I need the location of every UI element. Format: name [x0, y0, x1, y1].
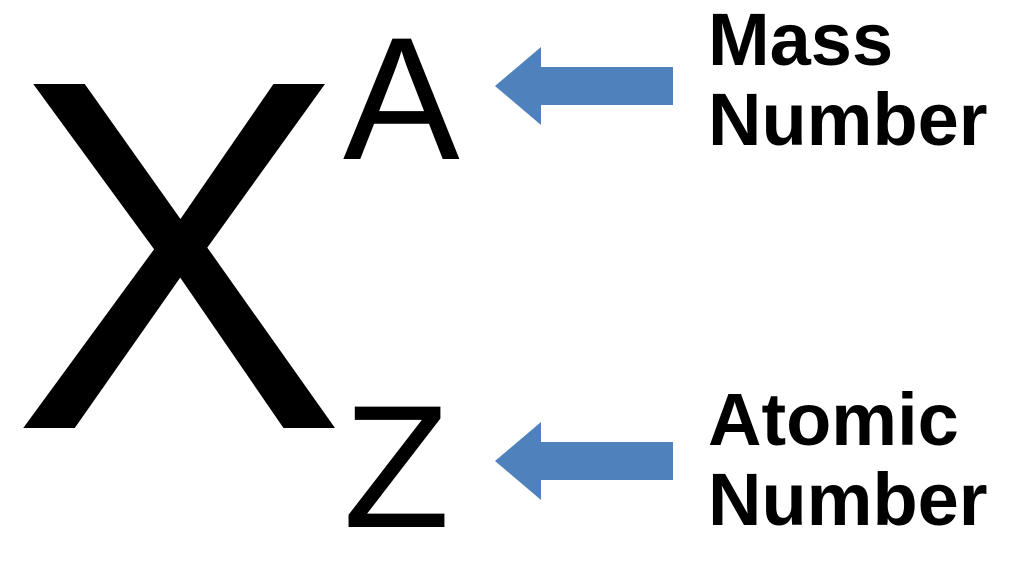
atomic-number-symbol: Z — [343, 370, 450, 565]
atomic-label-line-1: Atomic — [708, 378, 959, 461]
atomic-number-label: Atomic Number — [708, 383, 988, 543]
left-arrow-icon — [495, 47, 673, 125]
atomic-label-line-2: Number — [708, 458, 988, 541]
mass-number-label: Mass Number — [708, 3, 988, 163]
mass-number-symbol: A — [343, 2, 460, 197]
left-arrow-icon — [495, 422, 673, 500]
mass-label-line-2: Number — [708, 78, 988, 161]
atomic-arrow-shape — [495, 422, 673, 500]
mass-label-line-1: Mass — [708, 0, 894, 81]
element-symbol: X — [12, 0, 346, 534]
mass-arrow-shape — [495, 47, 673, 125]
